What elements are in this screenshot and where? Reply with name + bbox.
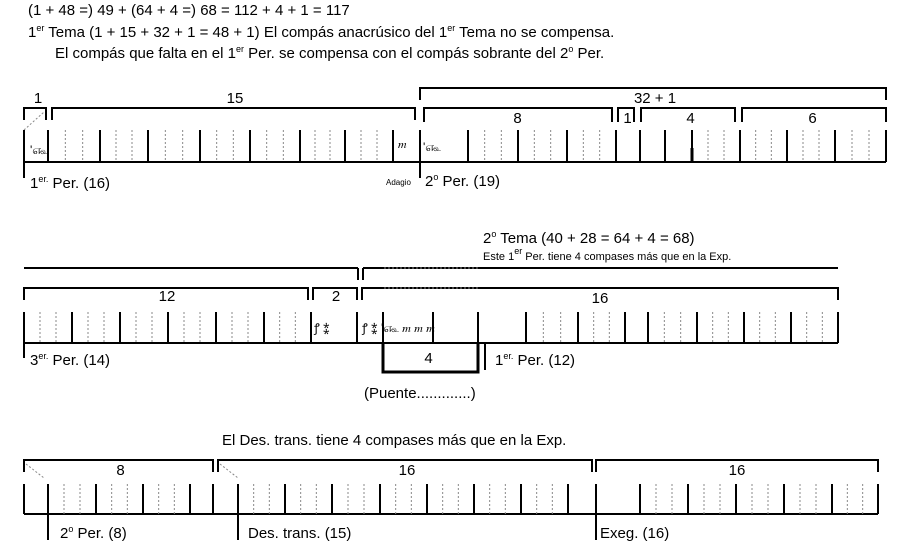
row3-label-per2: 2o Per. (8) bbox=[60, 524, 127, 543]
row2-rest-glyph: ꝭ ⁑ bbox=[314, 321, 330, 335]
row1-motif-glyph: '௷ bbox=[423, 140, 441, 154]
row2-bracket-16-label: 16 bbox=[591, 290, 609, 307]
row1-bracket-8-label: 8 bbox=[513, 110, 522, 127]
row1-bracket-1b-label: 1 bbox=[623, 110, 632, 127]
row-1-structure bbox=[23, 87, 887, 178]
row1-bracket-4-label: 4 bbox=[686, 110, 695, 127]
row1-fermata-glyph: 𝆐 bbox=[398, 137, 407, 151]
row2-label-per1: 1er. Per. (12) bbox=[495, 351, 576, 370]
row1-label-adagio: Adagio bbox=[386, 178, 411, 187]
row1-bracket-6 bbox=[741, 107, 887, 122]
row1-label-per2: 2o Per. (19) bbox=[425, 172, 501, 191]
row2-bracket-2 bbox=[312, 287, 358, 300]
row3-bracket-8 bbox=[23, 459, 214, 472]
row2-bracket-12 bbox=[23, 287, 309, 300]
row1-label-per1: 1er. Per. (16) bbox=[30, 174, 111, 193]
row1-bracket-32 bbox=[419, 87, 887, 100]
row3-bracket-8-label: 8 bbox=[116, 462, 125, 479]
row2-puente-bracket bbox=[381, 343, 480, 374]
row2-bracket-16 bbox=[361, 287, 839, 300]
row1-bracket-1 bbox=[23, 107, 47, 120]
row2-tema2-title: 2o Tema (40 + 28 = 64 + 4 = 68) bbox=[483, 229, 695, 248]
row2-bracket-12-label: 12 bbox=[158, 288, 176, 305]
row-2-structure bbox=[23, 267, 839, 374]
row1-bracket-4 bbox=[640, 107, 736, 122]
row1-bracket-32-label: 32 + 1 bbox=[633, 90, 677, 107]
row1-bracket-15-label: 15 bbox=[226, 90, 244, 107]
row3-bracket-16a-label: 16 bbox=[398, 462, 416, 479]
row1-bracket-1-label: 1 bbox=[33, 90, 43, 107]
row2-puente-4-label: 4 bbox=[424, 350, 433, 367]
row1-bracket-6-label: 6 bbox=[808, 110, 817, 127]
row3-title: El Des. trans. tiene 4 compases más que … bbox=[222, 432, 567, 449]
row3-bracket-16b-label: 16 bbox=[728, 462, 746, 479]
row3-label-des: Des. trans. (15) bbox=[248, 525, 352, 542]
header-line-3: El compás que falta en el 1er Per. se co… bbox=[55, 44, 605, 63]
header-line-2: 1er Tema (1 + 15 + 32 + 1 = 48 + 1) El c… bbox=[28, 23, 615, 42]
row3-bracket-16a bbox=[217, 459, 593, 472]
row3-bracket-16b bbox=[595, 459, 879, 472]
row3-label-exeg: Exeg. (16) bbox=[600, 525, 670, 542]
row1-bracket-15 bbox=[51, 107, 416, 120]
row2-motif-glyph: ꝭ ⁑ '௷ 𝆐 𝆐 𝆐 bbox=[362, 321, 435, 335]
row2-note: Este 1er Per. tiene 4 compases más que e… bbox=[483, 246, 732, 264]
row1-bracket-8 bbox=[423, 107, 613, 122]
row2-bracket-2-label: 2 bbox=[331, 288, 341, 305]
row1-rest-glyph: '௷ bbox=[30, 143, 48, 157]
row2-label-per3: 3er. Per. (14) bbox=[30, 351, 111, 370]
row2-label-puente: (Puente.............) bbox=[364, 385, 476, 402]
row3-slash-2 bbox=[219, 463, 239, 479]
row3-slash-1 bbox=[25, 463, 45, 479]
row1-bracket-1b bbox=[617, 107, 635, 122]
row1-anacrusis-slash bbox=[23, 111, 45, 131]
row-3-structure bbox=[23, 459, 879, 540]
header-line-1: (1 + 48 =) 49 + (64 + 4 =) 68 = 112 + 4 … bbox=[28, 2, 350, 19]
